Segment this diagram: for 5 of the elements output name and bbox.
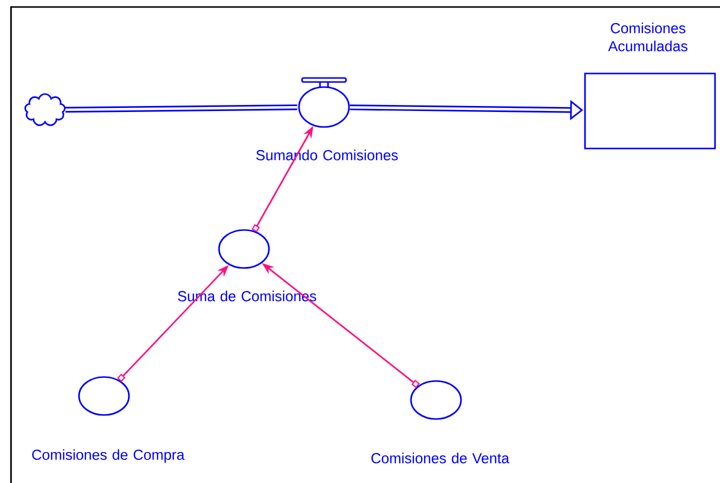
cloud-symbol (24, 93, 66, 126)
variable-name: Comisiones de Compra (32, 449, 185, 463)
variable-name: Comisiones de Venta (371, 452, 510, 464)
variable-name: Comisiones Acumuladas (608, 22, 688, 52)
flow-pipe (65, 104, 298, 113)
